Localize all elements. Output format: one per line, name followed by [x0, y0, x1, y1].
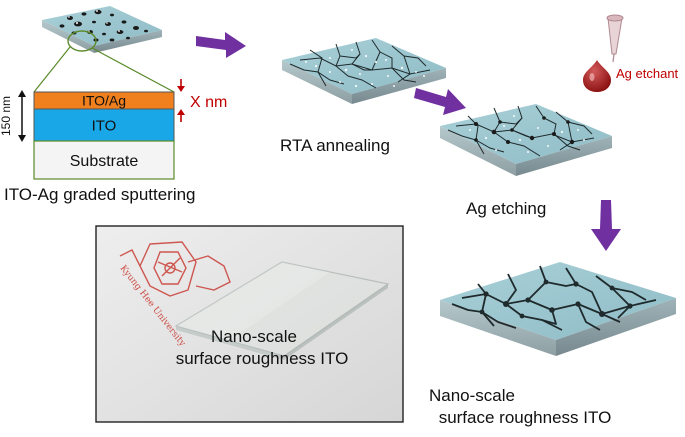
ag-etched-slab — [440, 104, 612, 176]
final-ito-slab — [440, 262, 676, 356]
result-label-line1: Nano-scale — [429, 386, 515, 405]
process-arrow-3 — [591, 200, 621, 251]
sputtering-label: ITO-Ag graded sputtering — [4, 185, 196, 204]
layer-ito-label: ITO — [92, 118, 117, 135]
zoom-line-left — [33, 46, 71, 93]
etchant-drop — [583, 60, 611, 92]
etchant-label: Ag etchant — [616, 66, 679, 81]
layer-ito-ag-label: ITO/Ag — [82, 93, 126, 109]
etchant-pipette — [606, 14, 624, 63]
zoom-line-right — [91, 47, 175, 93]
layer-substrate-label: Substrate — [70, 153, 139, 170]
rta-annealed-slab — [282, 38, 446, 104]
ag-etching-label: Ag etching — [466, 199, 546, 218]
layer-stack — [33, 91, 175, 180]
photo-label-line2: surface roughness ITO — [176, 349, 349, 368]
rta-label: RTA annealing — [280, 136, 390, 155]
thickness-arrow — [18, 90, 26, 142]
sample-photo: Kyung Hee University — [95, 225, 404, 423]
result-label-line2: surface roughness ITO — [439, 408, 612, 427]
process-arrow-1 — [196, 32, 246, 58]
x-nm-label: X nm — [190, 94, 227, 111]
x-nm-arrows — [177, 79, 185, 122]
thickness-label: 150 nm — [0, 96, 13, 136]
sputtered-wafer-slab — [42, 6, 162, 53]
university-seal-stamp — [119, 241, 231, 297]
photo-label-line1: Nano-scale — [211, 327, 297, 346]
process-arrow-2 — [414, 88, 466, 115]
